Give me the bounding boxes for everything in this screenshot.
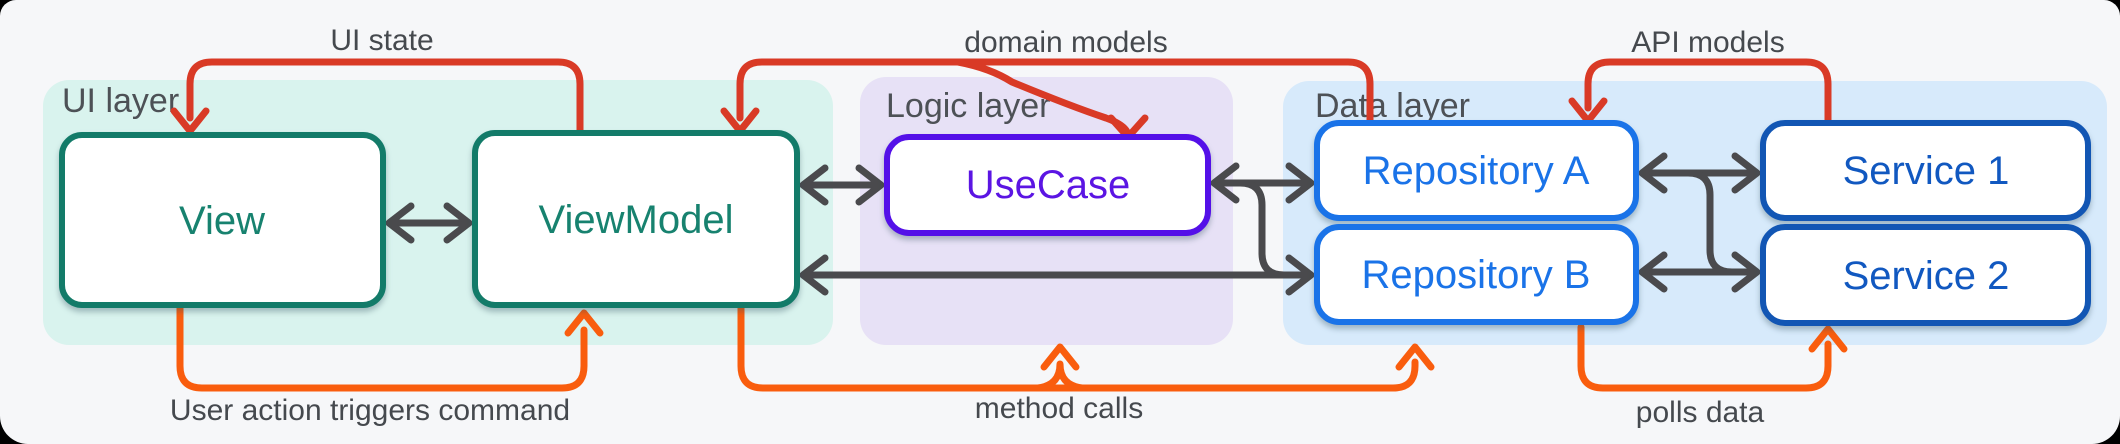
service-1-node: Service 1 (1760, 120, 2091, 221)
method-calls-arrow (737, 304, 1435, 392)
link-usecase-repo-a (1210, 162, 1315, 204)
link-connector-right (1684, 169, 1736, 276)
link-connector-left (1236, 179, 1288, 279)
data-layer-label: Data layer (1315, 87, 1470, 125)
data-flow-arrows (170, 58, 1832, 141)
link-viewmodel-repo-b (799, 254, 1315, 296)
link-viewmodel-usecase (799, 164, 885, 206)
user-action-label: User action triggers command (170, 394, 570, 427)
service-2-node: Service 2 (1760, 224, 2091, 326)
repository-a-node-label: Repository A (1363, 149, 1590, 193)
view-node: View (59, 132, 386, 308)
view-node-label: View (179, 199, 265, 243)
domain-models-label: domain models (964, 26, 1167, 59)
link-arrows (385, 152, 1761, 296)
repository-b-node-label: Repository B (1362, 253, 1591, 297)
polls-data-arrow (1577, 323, 1848, 392)
user-action-arrow (176, 304, 604, 392)
link-view-viewmodel (385, 202, 473, 244)
viewmodel-node-label: ViewModel (539, 198, 734, 242)
method-calls-label: method calls (975, 392, 1143, 425)
ui-state-label: UI state (330, 24, 433, 57)
logic-layer-label: Logic layer (886, 87, 1050, 125)
ui-state-arrow (170, 58, 584, 137)
ui-layer-label: UI layer (62, 82, 179, 120)
viewmodel-node: ViewModel (472, 130, 800, 308)
service-2-node-label: Service 2 (1843, 254, 2010, 298)
api-models-label: API models (1631, 26, 1784, 59)
command-flow-arrows (176, 304, 1848, 392)
usecase-node-label: UseCase (966, 163, 1131, 207)
usecase-node: UseCase (884, 134, 1211, 236)
repository-b-node: Repository B (1314, 224, 1639, 325)
service-1-node-label: Service 1 (1843, 149, 2010, 193)
polls-data-label: polls data (1636, 396, 1765, 429)
repository-a-node: Repository A (1314, 120, 1639, 221)
